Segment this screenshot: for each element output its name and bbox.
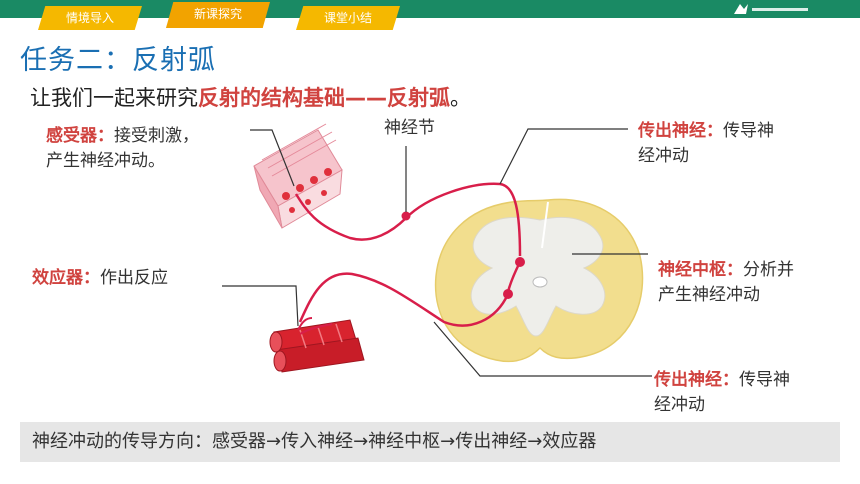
receptor-label: 感受器：接受刺激， 产生神经冲动。 [46, 126, 199, 171]
tab-label: 情境导入 [65, 11, 114, 25]
tab-situation-intro[interactable]: 情境导入 [38, 6, 142, 30]
subtitle: 让我们一起来研究反射的结构基础——反射弧。 [30, 82, 471, 112]
subtitle-highlight-structure: 反射的结构基础 [198, 86, 345, 110]
ganglion-label: 神经节 [384, 118, 435, 138]
subtitle-suffix: 。 [450, 86, 471, 110]
subtitle-prefix: 让我们一起来研究 [30, 86, 198, 110]
efferent-nerve-path [298, 272, 510, 327]
conduction-direction-banner: 神经冲动的传导方向：感受器→传入神经→神经中枢→传出神经→效应器 [20, 422, 840, 462]
effector-muscle-icon [269, 319, 365, 373]
afferent-leader-line [499, 128, 628, 185]
effector-label: 效应器：作出反应 [32, 268, 168, 288]
page-title: 任务二：反射弧 [20, 45, 216, 76]
ganglion-dot [401, 211, 411, 221]
nerve-center-label: 神经中枢：分析并 产生神经冲动 [658, 260, 794, 305]
subtitle-highlight-reflex-arc: 反射弧 [387, 86, 450, 110]
efferent-nerve-label: 传出神经：传导神 经冲动 [654, 370, 790, 415]
receptor-leader-line [250, 129, 295, 187]
afferent-nerve-label: 传出神经：传导神 经冲动 [638, 121, 774, 166]
central-canal-icon [532, 276, 548, 288]
brand-logo-icon [734, 4, 808, 14]
efferent-leader-line [433, 321, 652, 377]
receptor-skin-icon [253, 123, 343, 229]
effector-leader-line [222, 285, 299, 327]
tab-new-lesson[interactable]: 新课探究 [166, 2, 270, 28]
tab-label: 新课探究 [193, 7, 242, 21]
subtitle-dash: —— [345, 86, 387, 110]
tab-summary[interactable]: 课堂小结 [296, 6, 400, 30]
tab-label: 课堂小结 [323, 11, 372, 25]
